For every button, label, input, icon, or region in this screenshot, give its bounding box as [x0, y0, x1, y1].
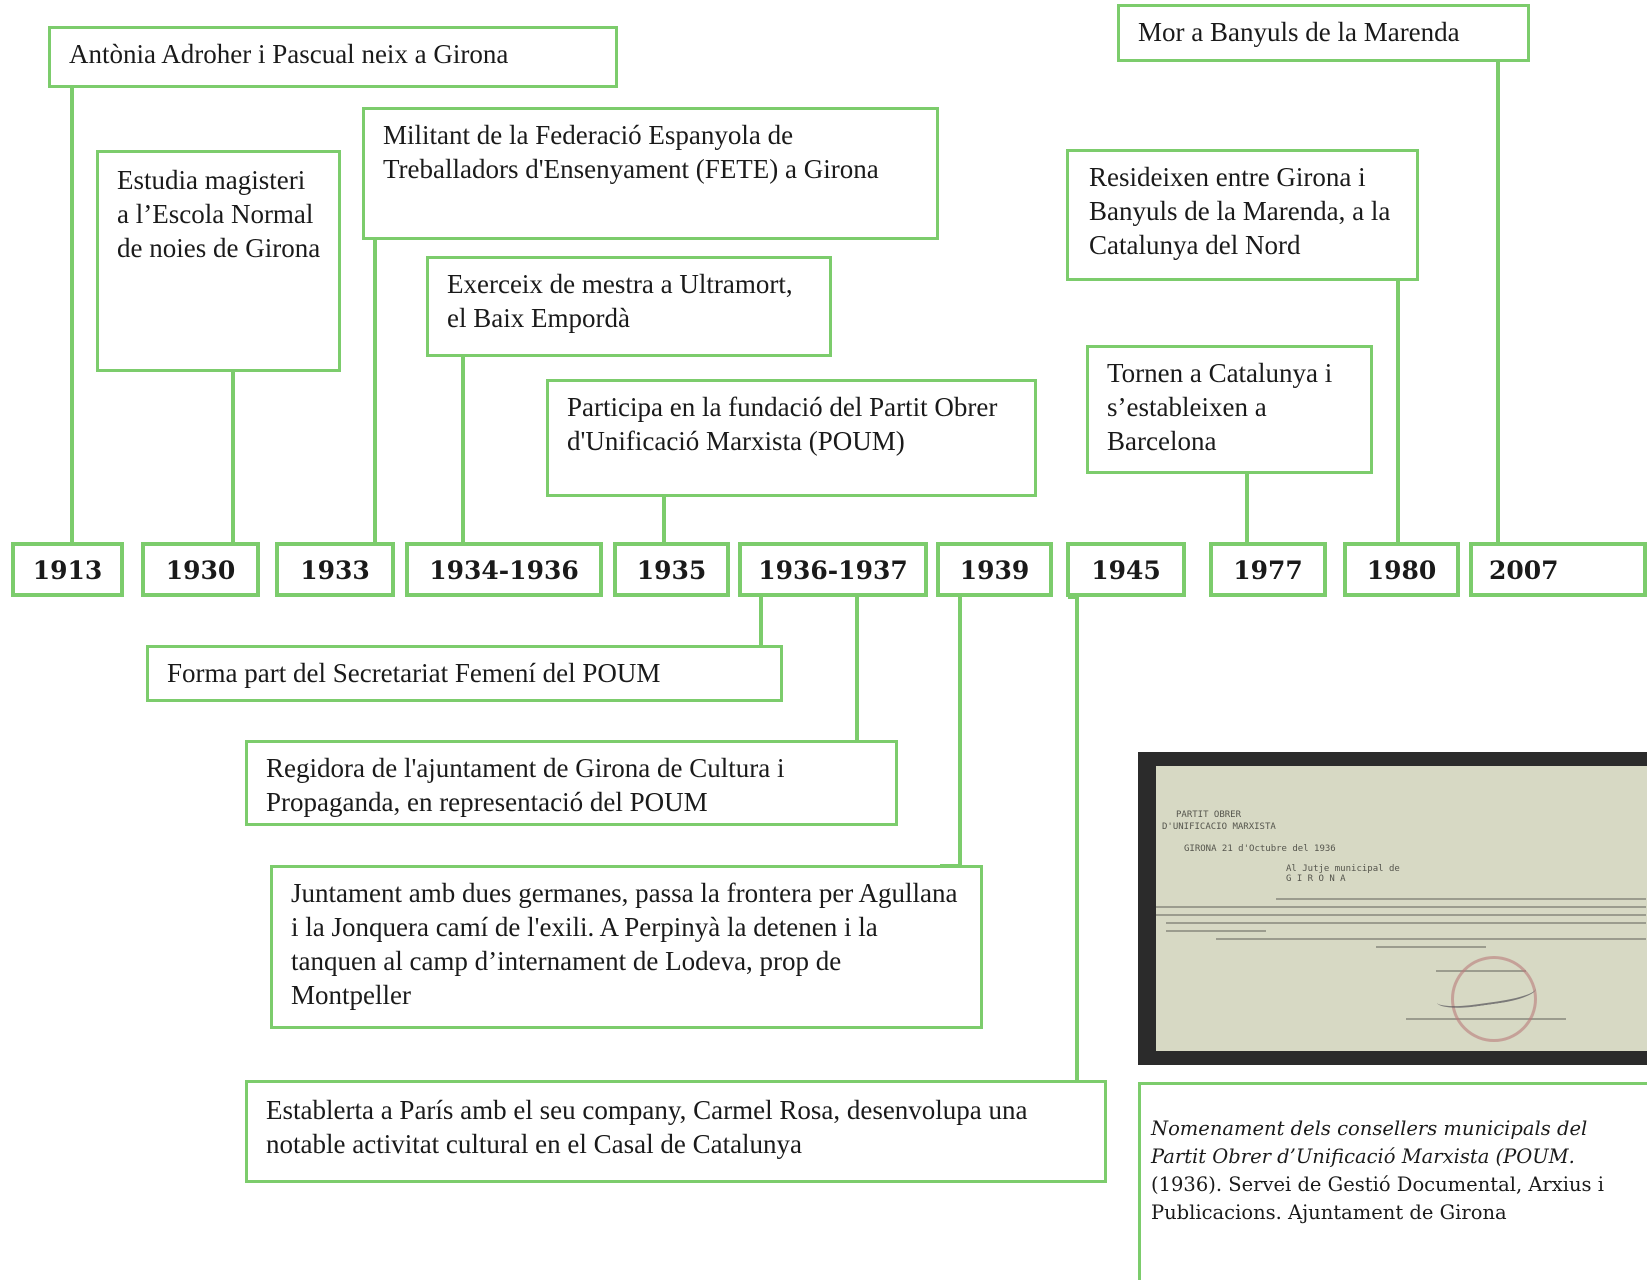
doc-line-5: G I R O N A: [1286, 874, 1346, 884]
doc-line-4: Al Jutje municipal de: [1286, 864, 1400, 874]
event-box-1933: Militant de la Federació Espanyola de Tr…: [362, 107, 939, 240]
event-text-1913: Antònia Adroher i Pascual neix a Girona: [69, 39, 509, 69]
event-text-1936-regidora: Regidora de l'ajuntament de Girona de Cu…: [266, 753, 785, 817]
event-text-1977: Tornen a Catalunya i s’estableixen a Bar…: [1107, 358, 1333, 456]
year-1935: 1935: [613, 542, 730, 597]
document-stamp: [1451, 956, 1537, 1042]
event-text-1936-secretariat: Forma part del Secretariat Femení del PO…: [167, 658, 661, 688]
connector-1936b: [855, 595, 859, 742]
document-paper: PARTIT OBRER D'UNIFICACIO MARXISTA GIRON…: [1156, 766, 1647, 1051]
year-1945: 1945: [1066, 542, 1186, 597]
year-1977: 1977: [1209, 542, 1327, 597]
connector-1930: [231, 370, 235, 544]
year-1936-1937: 1936-1937: [738, 542, 928, 597]
caption-title: Nomenament dels consellers municipals de…: [1151, 1117, 1588, 1168]
doc-text-line: [1276, 898, 1646, 900]
event-box-1939: Juntament amb dues germanes, passa la fr…: [270, 865, 983, 1029]
doc-line-3: GIRONA 21 d'Octubre del 1936: [1184, 844, 1336, 854]
event-box-1934-1936: Exerceix de mestra a Ultramort, el Baix …: [426, 256, 832, 357]
caption-source: (1936). Servei de Gestió Documental, Arx…: [1151, 1173, 1604, 1224]
year-1939: 1939: [936, 542, 1053, 597]
connector-1945-horizontal: [1068, 595, 1079, 599]
event-text-1939: Juntament amb dues germanes, passa la fr…: [291, 878, 958, 1010]
poum-document-photo: PARTIT OBRER D'UNIFICACIO MARXISTA GIRON…: [1138, 752, 1647, 1065]
event-box-1977: Tornen a Catalunya i s’estableixen a Bar…: [1086, 345, 1373, 474]
event-box-1935: Participa en la fundació del Partit Obre…: [546, 379, 1037, 497]
event-box-1930: Estudia magisteri a l’Escola Normal de n…: [96, 150, 341, 372]
year-1913: 1913: [11, 542, 124, 597]
year-1934-1936: 1934-1936: [405, 542, 603, 597]
connector-2007: [1496, 60, 1500, 544]
connector-1936a: [759, 595, 763, 647]
doc-text-line: [1166, 922, 1646, 924]
event-box-1980: Resideixen entre Girona i Banyuls de la …: [1066, 149, 1419, 281]
doc-line-2: D'UNIFICACIO MARXISTA: [1162, 822, 1276, 832]
doc-line-1: PARTIT OBRER: [1176, 810, 1242, 820]
event-text-1934-1936: Exerceix de mestra a Ultramort, el Baix …: [447, 269, 793, 333]
event-text-2007: Mor a Banyuls de la Marenda: [1138, 17, 1460, 47]
event-box-1945: Establerta a París amb el seu company, C…: [245, 1080, 1107, 1183]
event-box-1936-regidora: Regidora de l'ajuntament de Girona de Cu…: [245, 740, 898, 826]
doc-text-line: [1156, 906, 1646, 908]
year-1933: 1933: [275, 542, 395, 597]
event-box-1936-secretariat: Forma part del Secretariat Femení del PO…: [146, 645, 783, 702]
event-box-1913: Antònia Adroher i Pascual neix a Girona: [48, 26, 618, 88]
event-text-1930: Estudia magisteri a l’Escola Normal de n…: [117, 165, 321, 263]
event-text-1933: Militant de la Federació Espanyola de Tr…: [383, 120, 879, 184]
event-text-1945: Establerta a París amb el seu company, C…: [266, 1095, 1028, 1159]
connector-1939-vertical: [958, 595, 962, 867]
event-text-1935: Participa en la fundació del Partit Obre…: [567, 392, 998, 456]
doc-text-line: [1216, 938, 1646, 940]
doc-text-line: [1166, 930, 1266, 932]
event-text-1980: Resideixen entre Girona i Banyuls de la …: [1089, 162, 1391, 260]
connector-1945: [1075, 595, 1079, 1082]
connector-1933: [373, 238, 377, 544]
doc-text-line: [1376, 946, 1486, 948]
connector-1913: [70, 86, 74, 544]
photo-caption: Nomenament dels consellers municipals de…: [1138, 1082, 1647, 1280]
connector-1977: [1245, 472, 1249, 544]
year-2007: 2007: [1469, 542, 1647, 597]
year-1930: 1930: [141, 542, 260, 597]
event-box-2007: Mor a Banyuls de la Marenda: [1117, 4, 1530, 62]
connector-1980: [1396, 279, 1400, 544]
connector-1934-1936: [461, 355, 465, 544]
connector-1935: [662, 495, 666, 544]
doc-text-line: [1156, 914, 1646, 916]
year-1980: 1980: [1343, 542, 1460, 597]
